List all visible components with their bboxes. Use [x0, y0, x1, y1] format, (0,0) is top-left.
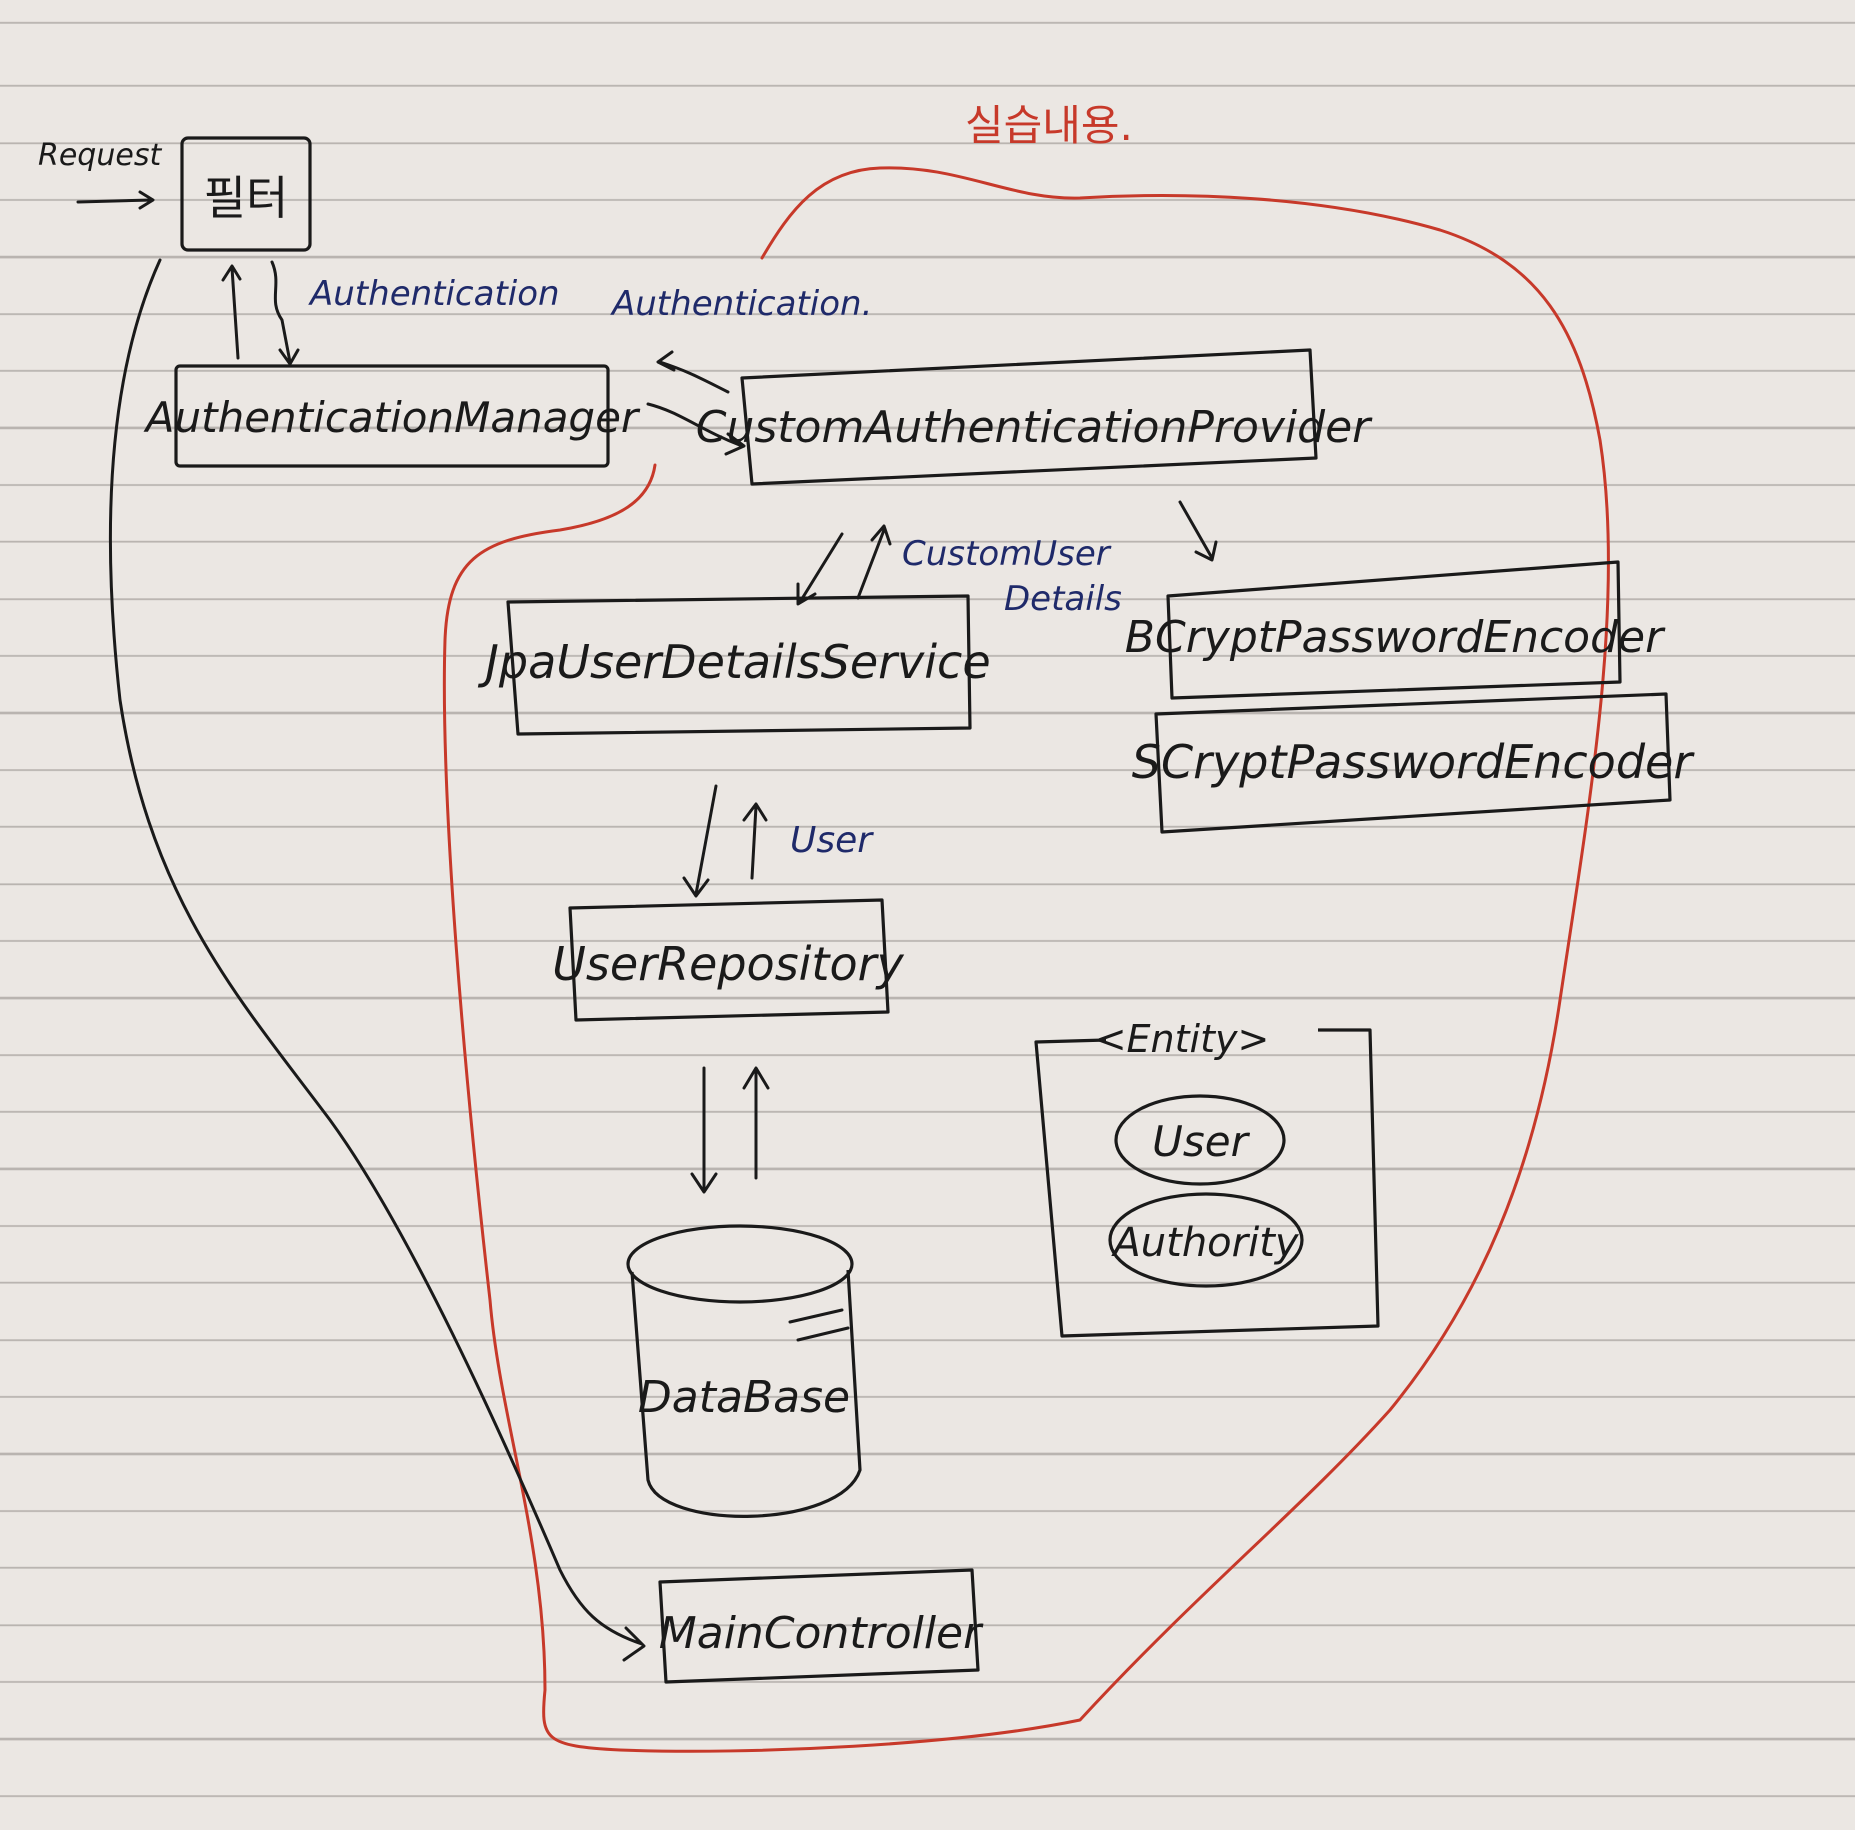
filter-label: 필터: [204, 171, 289, 225]
bcrypt-password-encoder-box: [1166, 560, 1622, 700]
request-label: Request: [38, 138, 162, 173]
custom-authentication-provider-label: CustomAuthenticationProvider: [696, 402, 1373, 453]
filter-box: [180, 136, 312, 252]
database-label: DataBase: [638, 1372, 850, 1423]
entity-group-box: [1034, 1028, 1380, 1338]
filter-to-main-controller-arrow: [108, 258, 646, 1662]
entity-group-title: <Entity>: [1095, 1017, 1270, 1061]
scrypt-password-encoder-box: [1154, 692, 1672, 834]
user-note: User: [790, 820, 874, 861]
database-cylinder: [626, 1224, 862, 1518]
authentication-note-1: Authentication: [308, 274, 560, 314]
boundary-title: 실습내용.: [965, 101, 1133, 150]
provider-to-encoder-arrow: [1178, 500, 1218, 562]
user-repository-label: UserRepository: [552, 937, 904, 991]
repository-to-database-arrow: [690, 1066, 718, 1194]
entity-user-label: User: [1152, 1117, 1250, 1166]
request-arrow: [76, 190, 155, 210]
database-to-repository-arrow: [742, 1066, 770, 1180]
entity-user-ellipse: [1114, 1094, 1286, 1186]
manager-to-provider-arrow: [646, 402, 746, 456]
service-to-provider-arrow: [856, 524, 892, 600]
service-to-repository-arrow: [682, 784, 718, 898]
jpa-user-details-service-label: JpaUserDetailsService: [477, 635, 990, 689]
filter-manager-up-arrow: [221, 264, 242, 360]
authentication-manager-box: [174, 364, 610, 468]
bcrypt-password-encoder-label: BCryptPasswordEncoder: [1125, 612, 1666, 663]
authentication-note-2: Authentication.: [610, 284, 872, 324]
provider-to-manager-arrow: [656, 350, 730, 394]
authentication-manager-label: AuthenticationManager: [143, 393, 641, 442]
custom-authentication-provider-box: [740, 348, 1318, 486]
provider-to-service-arrow: [796, 532, 844, 606]
jpa-user-details-service-box: [506, 594, 972, 736]
practice-scope-boundary: [442, 166, 1611, 1753]
custom-user-details-note-line1: CustomUser: [902, 534, 1112, 574]
main-controller-box: [658, 1568, 980, 1684]
user-repository-box: [568, 898, 890, 1022]
main-controller-label: MainController: [659, 1608, 984, 1659]
custom-user-details-note-line2: Details: [1004, 579, 1122, 619]
entity-authority-label: Authority: [1110, 1220, 1299, 1266]
scrypt-password-encoder-label: SCryptPasswordEncoder: [1132, 735, 1696, 789]
filter-manager-down-arrow: [270, 260, 300, 366]
repository-to-service-arrow: [742, 802, 768, 880]
entity-authority-ellipse: [1108, 1192, 1304, 1288]
